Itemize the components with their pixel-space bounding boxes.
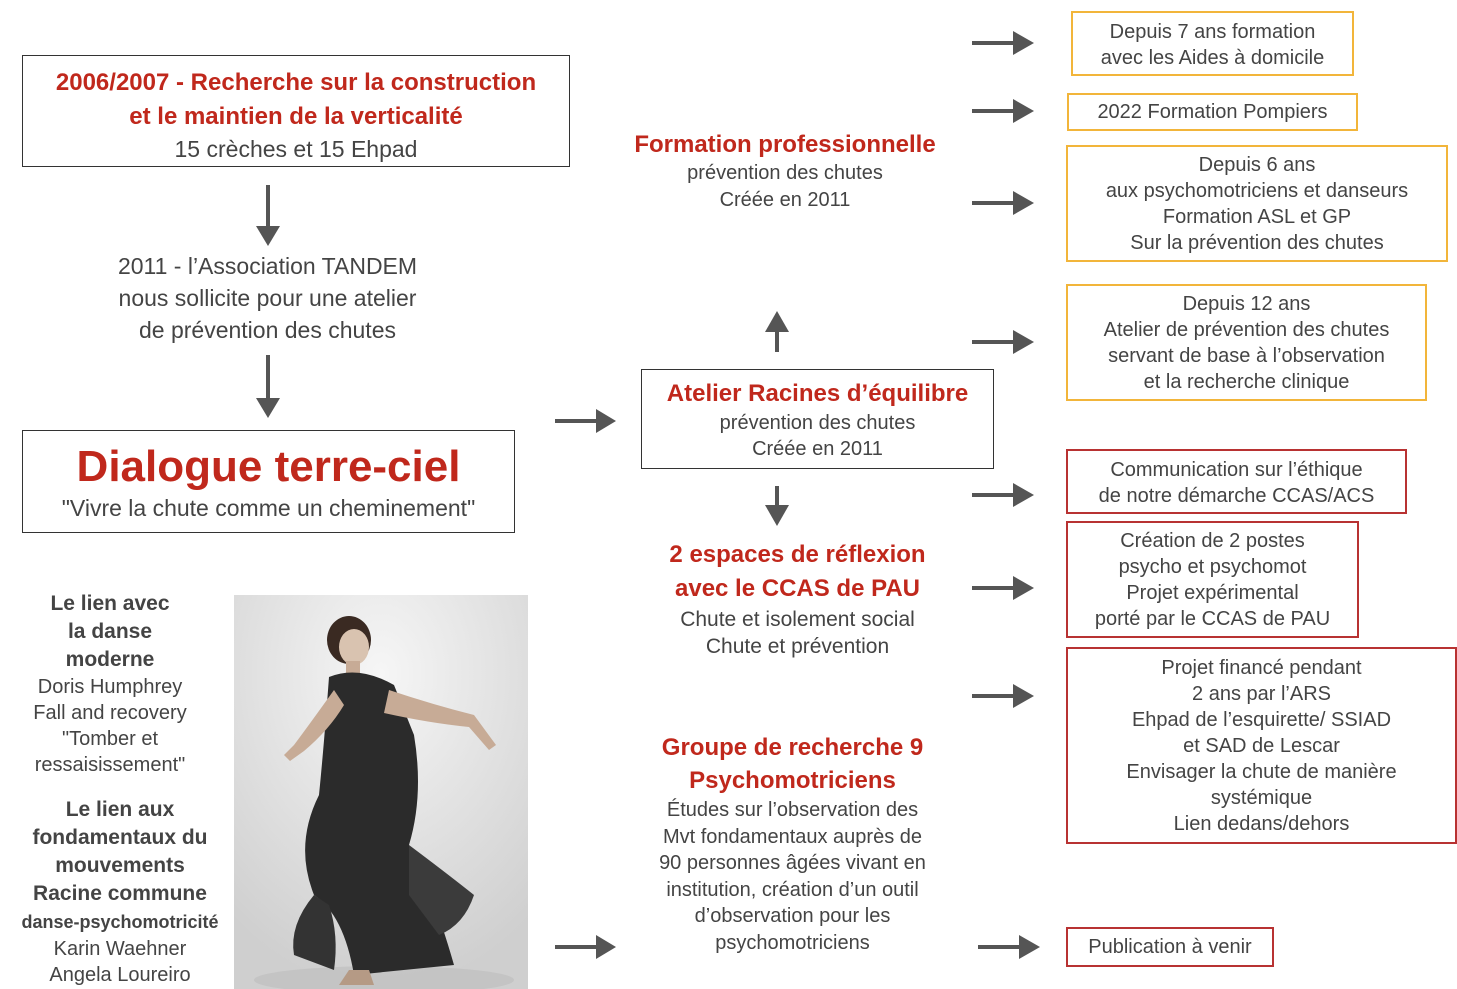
projet-line: Ehpad de l’esquirette/ SSIAD: [1131, 709, 1392, 731]
fundamentals-heading-line: fondamentaux du: [32, 826, 208, 849]
tandem-line: 2011 - l’Association TANDEM: [117, 253, 418, 279]
arrow-right-icon: [972, 191, 1034, 215]
formation-line: Créée en 2011: [719, 189, 851, 211]
dance-body-line: Fall and recovery: [33, 702, 187, 724]
arrow-right-icon: [972, 483, 1034, 507]
tandem-line: nous sollicite pour une atelier: [118, 285, 417, 311]
research-box: 2006/2007 - Recherche sur la constructio…: [22, 55, 570, 167]
projet-line: et SAD de Lescar: [1183, 735, 1340, 757]
dance-link: Le lien avec la danse moderne Doris Hump…: [5, 590, 215, 778]
aides-line: avec les Aides à domicile: [1100, 47, 1325, 69]
espaces-block: 2 espaces de réflexion avec le CCAS de P…: [600, 538, 995, 660]
espaces-line: Chute et prévention: [705, 635, 890, 658]
fundamentals-name: Angela Loureiro: [49, 964, 191, 986]
dance-heading-line: Le lien avec: [50, 592, 170, 615]
fundamentals-name: Karin Waehner: [53, 938, 187, 960]
creation-line: psycho et psychomot: [1118, 556, 1307, 578]
espaces-title-line: 2 espaces de réflexion: [669, 541, 926, 568]
atelier-box: Atelier Racines d’équilibre prévention d…: [641, 369, 994, 469]
dance-body-line: Doris Humphrey: [37, 676, 183, 698]
formation-title: Formation professionnelle: [634, 131, 936, 158]
dialogue-box: Dialogue terre-ciel "Vivre la chute comm…: [22, 430, 515, 533]
groupe-title-line: Psychomotriciens: [689, 767, 896, 794]
arrow-down-icon: [765, 486, 789, 526]
communication-line: de notre démarche CCAS/ACS: [1098, 485, 1375, 507]
creation-line: porté par le CCAS de PAU: [1094, 608, 1331, 630]
projet-line: 2 ans par l’ARS: [1192, 683, 1331, 705]
atelier12-box: Depuis 12 ans Atelier de prévention des …: [1066, 284, 1427, 401]
dancer-figure-icon: [234, 595, 528, 989]
research-title-line-2: et le maintien de la verticalité: [129, 103, 463, 130]
projet-line: systémique: [1210, 787, 1313, 809]
groupe-title-line: Groupe de recherche 9: [661, 734, 924, 761]
arrow-right-icon: [555, 409, 616, 433]
tandem-text: 2011 - l’Association TANDEM nous sollici…: [60, 250, 475, 346]
atelier12-line: servant de base à l’observation: [1108, 345, 1385, 367]
arrow-right-icon: [555, 935, 616, 959]
arrow-right-icon: [972, 31, 1034, 55]
atelier-line: prévention des chutes: [719, 412, 916, 434]
groupe-line: 90 personnes âgées vivant en: [659, 852, 926, 874]
formation-line: prévention des chutes: [687, 162, 883, 184]
pompiers-box: 2022 Formation Pompiers: [1067, 93, 1358, 131]
psychomot-line: Sur la prévention des chutes: [1130, 232, 1384, 254]
fundamentals-heading-line: Le lien aux: [65, 798, 175, 821]
aides-box: Depuis 7 ans formation avec les Aides à …: [1071, 11, 1354, 76]
dance-body-line: "Tomber et: [61, 728, 159, 750]
projet-line: Lien dedans/dehors: [1173, 813, 1350, 835]
creation-box: Création de 2 postes psycho et psychomot…: [1066, 521, 1359, 638]
research-subtitle: 15 crèches et 15 Ehpad: [174, 136, 418, 162]
dialogue-title: Dialogue terre-ciel: [76, 442, 461, 491]
dancer-photo: [234, 595, 528, 989]
communication-box: Communication sur l’éthique de notre dém…: [1066, 449, 1407, 514]
dance-heading-line: la danse: [67, 620, 153, 643]
psychomot-line: Formation ASL et GP: [1162, 206, 1352, 228]
publication-box: Publication à venir: [1066, 927, 1274, 967]
espaces-title-line: avec le CCAS de PAU: [675, 575, 920, 602]
atelier12-line: Depuis 12 ans: [1182, 293, 1311, 315]
projet-line: Projet financé pendant: [1161, 657, 1362, 679]
aides-line: Depuis 7 ans formation: [1109, 21, 1316, 43]
tandem-line: de prévention des chutes: [138, 317, 396, 343]
dialogue-subtitle: "Vivre la chute comme un cheminement": [61, 495, 476, 521]
pompiers-line: 2022 Formation Pompiers: [1097, 101, 1328, 123]
groupe-block: Groupe de recherche 9 Psychomotriciens É…: [610, 731, 975, 956]
arrow-right-icon: [972, 684, 1034, 708]
arrow-right-icon: [972, 330, 1034, 354]
fundamentals-heading-line: Racine commune: [33, 882, 207, 905]
espaces-line: Chute et isolement social: [680, 608, 915, 631]
projet-line: Envisager la chute de manière: [1126, 761, 1397, 783]
groupe-line: institution, création d’un outil: [666, 878, 919, 901]
fundamentals-heading-line: mouvements: [55, 854, 185, 877]
psychomot-box: Depuis 6 ans aux psychomotriciens et dan…: [1066, 145, 1448, 262]
fundamentals-tag: danse-psychomotricité: [21, 912, 219, 932]
groupe-line: d’observation pour les: [694, 905, 891, 927]
atelier-title: Atelier Racines d’équilibre: [666, 380, 969, 407]
arrow-down-icon: [256, 185, 280, 246]
atelier-line: Créée en 2011: [752, 438, 883, 460]
arrow-right-icon: [978, 935, 1040, 959]
arrow-down-icon: [256, 355, 280, 418]
projet-box: Projet financé pendant 2 ans par l’ARS E…: [1066, 647, 1457, 844]
creation-line: Projet expérimental: [1126, 582, 1299, 604]
arrow-right-icon: [972, 99, 1034, 123]
dance-body-line: ressaisissement": [34, 754, 186, 776]
arrow-up-icon: [765, 311, 789, 352]
atelier12-line: Atelier de prévention des chutes: [1103, 319, 1390, 341]
dance-heading-line: moderne: [65, 648, 155, 671]
research-title-line-1: 2006/2007 - Recherche sur la constructio…: [55, 69, 537, 96]
formation-block: Formation professionnelle prévention des…: [600, 130, 970, 214]
atelier12-line: et la recherche clinique: [1143, 371, 1350, 393]
psychomot-line: aux psychomotriciens et danseurs: [1105, 180, 1409, 202]
groupe-line: psychomotriciens: [715, 931, 870, 954]
creation-line: Création de 2 postes: [1120, 530, 1305, 552]
communication-line: Communication sur l’éthique: [1110, 459, 1363, 481]
psychomot-line: Depuis 6 ans: [1198, 154, 1316, 176]
fundamentals-link: Le lien aux fondamentaux du mouvements R…: [5, 796, 235, 988]
groupe-line: Études sur l’observation des: [666, 799, 919, 821]
groupe-line: Mvt fondamentaux auprès de: [662, 825, 923, 848]
publication-line: Publication à venir: [1088, 936, 1252, 958]
